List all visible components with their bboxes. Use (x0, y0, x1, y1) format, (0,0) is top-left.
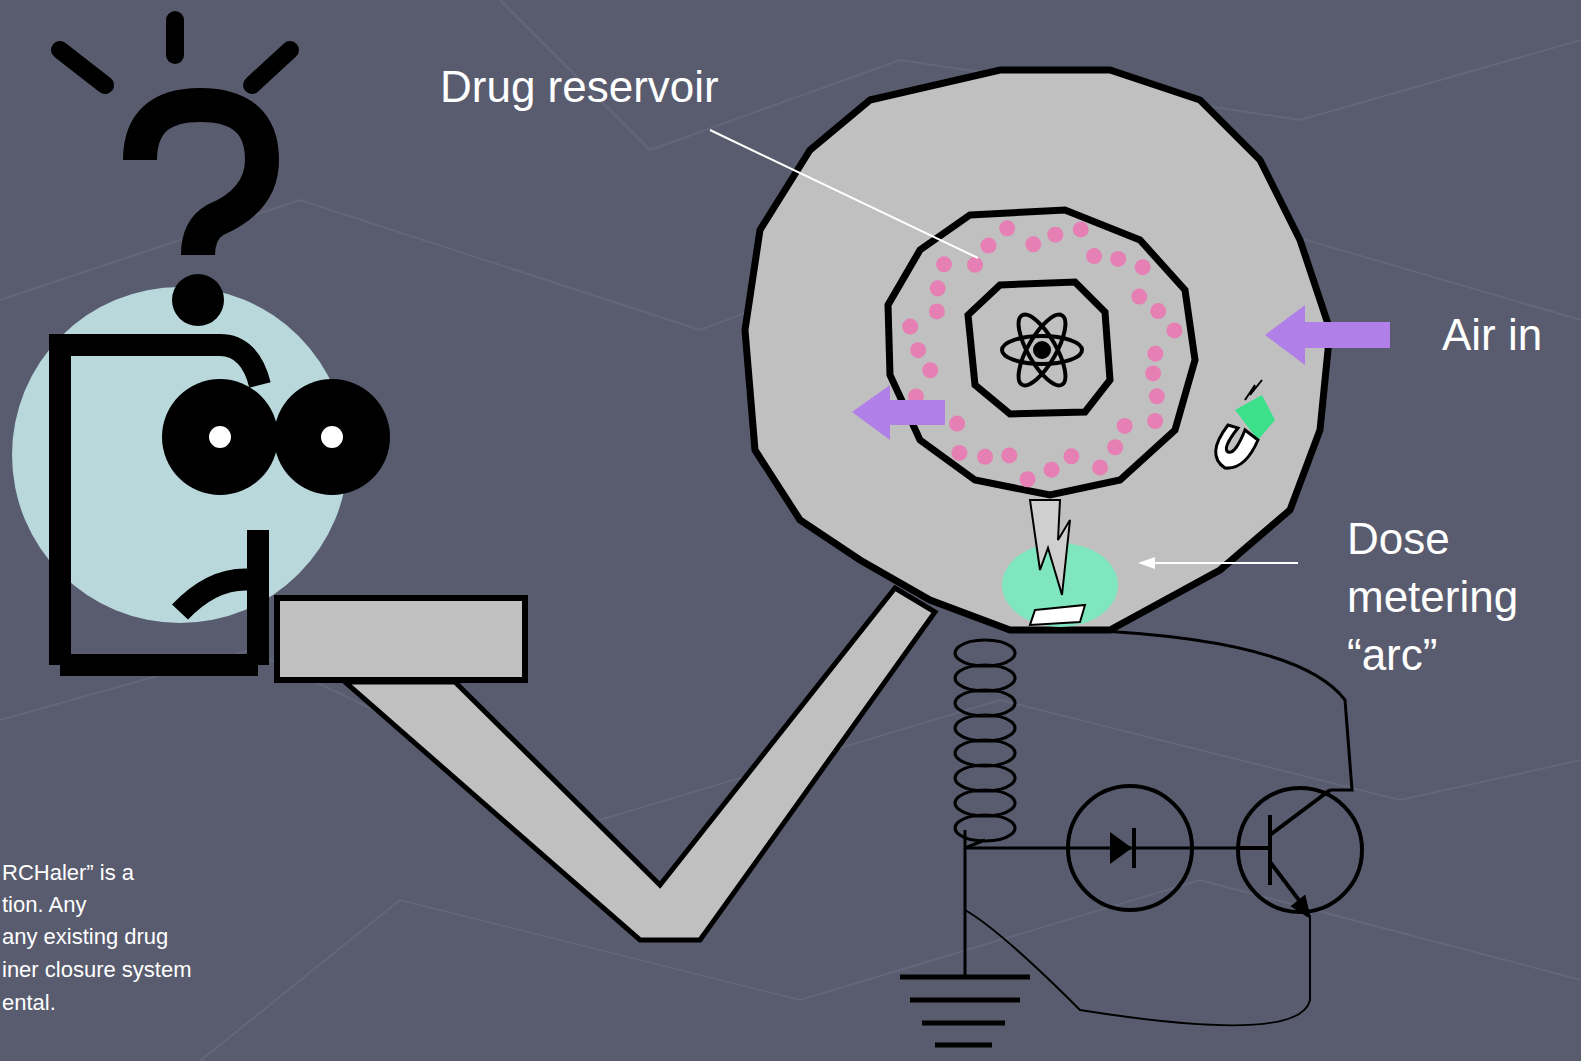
footnote-text: RCHaler” is a (2, 860, 202, 886)
callout-label: Dose metering “arc” (1347, 510, 1552, 684)
drug-particles (902, 220, 1182, 487)
atom-symbol (1002, 308, 1082, 391)
callout-label: Drug reservoir (440, 58, 780, 116)
callout-label: Air in (1442, 306, 1574, 364)
pupil (321, 426, 343, 448)
eye (274, 379, 390, 495)
leader-head (1138, 557, 1155, 569)
leader-line (710, 130, 978, 258)
air-out-arrow (852, 385, 945, 440)
eye (162, 379, 278, 495)
footnote-text: any existing drug (2, 924, 242, 950)
transistor-symbol (1238, 788, 1362, 915)
diode-symbol (1068, 786, 1192, 910)
inhaler-body (745, 70, 1330, 630)
leader-line (1148, 562, 1298, 564)
footnote-text: tion. Any (2, 892, 202, 918)
arc-emitter (1030, 605, 1085, 625)
lightning-arc (1030, 500, 1070, 595)
mouthpiece (277, 598, 525, 680)
air-in-arrow (1265, 305, 1390, 365)
circuit-wires (965, 630, 1352, 1025)
reservoir-core (968, 282, 1110, 414)
question-mark (60, 20, 290, 326)
footnote-text: iner closure system (2, 957, 262, 983)
coil-symbol (955, 640, 1015, 848)
magnet-icon (1216, 380, 1275, 468)
pupil (209, 426, 231, 448)
footnote-text: ental. (2, 990, 202, 1016)
drug-reservoir-ring (888, 210, 1195, 495)
ground-symbol (900, 977, 1030, 1045)
